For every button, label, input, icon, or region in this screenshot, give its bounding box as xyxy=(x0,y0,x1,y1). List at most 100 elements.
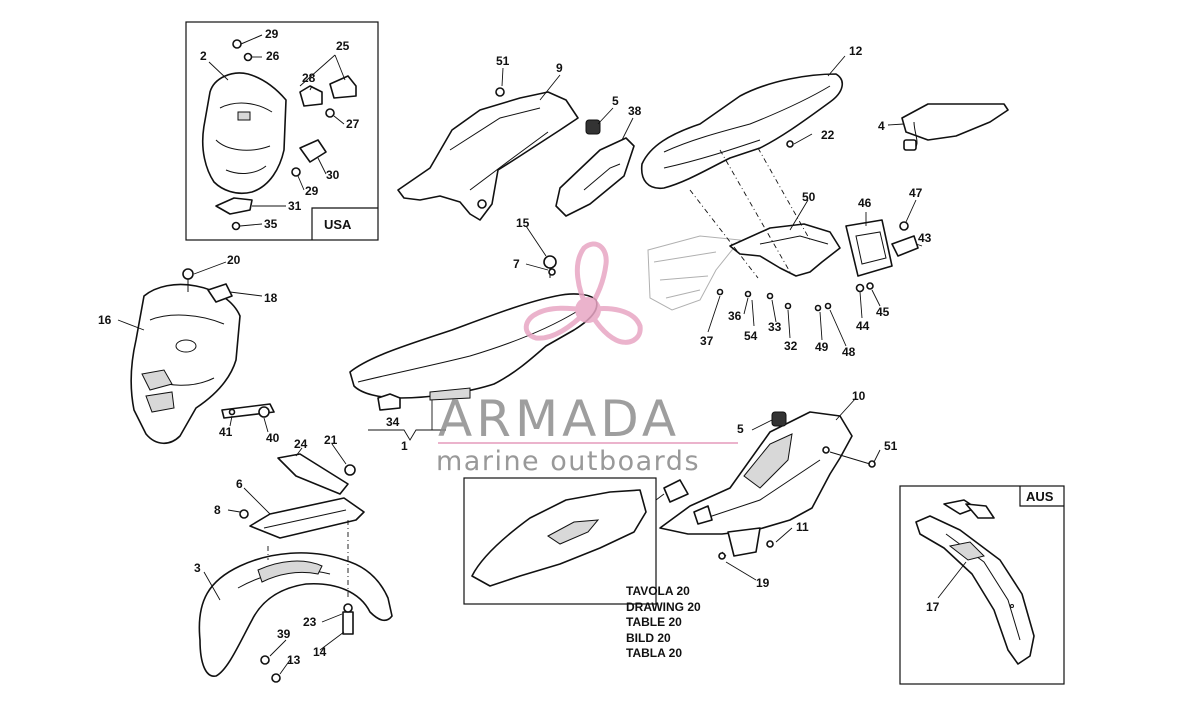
callout: 50 xyxy=(802,190,816,204)
callout: 38 xyxy=(628,104,642,118)
bracket-28 xyxy=(299,85,323,107)
clip-18 xyxy=(207,283,233,303)
callout: 40 xyxy=(266,431,280,445)
callout: 11 xyxy=(796,520,809,534)
callout: 45 xyxy=(876,305,890,319)
screw-51-top xyxy=(495,87,505,97)
aus-label-box xyxy=(1019,486,1064,507)
callout: 6 xyxy=(236,477,243,491)
aus-label: AUS xyxy=(1026,489,1054,504)
bracket-25 xyxy=(329,75,357,99)
number-plate-group xyxy=(117,261,275,445)
callout: 51 xyxy=(496,54,510,68)
callout: 31 xyxy=(288,199,302,213)
mud-flap-17 xyxy=(915,515,1035,665)
callout: 39 xyxy=(277,627,291,641)
license-plate-holder-46 xyxy=(845,219,893,277)
usa-inset-frame xyxy=(185,21,379,241)
callout: 5 xyxy=(612,94,619,108)
screw-51-lower xyxy=(868,460,876,468)
front-fender-3 xyxy=(198,552,393,677)
callout: 21 xyxy=(324,433,338,447)
side-cover-38 xyxy=(555,137,635,217)
nut-21 xyxy=(344,464,356,476)
usa-label-box xyxy=(311,207,378,240)
callout: 49 xyxy=(815,340,829,354)
callout: 34 xyxy=(386,415,400,429)
callout: 29 xyxy=(305,184,319,198)
callout: 24 xyxy=(294,437,308,451)
chain-guard-inset-frame xyxy=(463,477,657,605)
bracket-24 xyxy=(277,453,349,495)
callout: 41 xyxy=(219,425,233,439)
number-plate-16 xyxy=(130,283,241,445)
callout: 12 xyxy=(849,44,863,58)
usa-inset: USA xyxy=(185,21,379,241)
callout: 28 xyxy=(302,71,316,85)
pad-34 xyxy=(377,393,401,411)
callout: 7 xyxy=(513,257,520,271)
callout: 13 xyxy=(287,653,301,667)
callout: 15 xyxy=(516,216,530,230)
callout: 33 xyxy=(768,320,782,334)
callout: 48 xyxy=(842,345,856,359)
rear-piece-4 xyxy=(901,103,1009,141)
callout: 47 xyxy=(909,186,923,200)
callout: 18 xyxy=(264,291,278,305)
license-bracket-group xyxy=(647,147,923,347)
caption-line: DRAWING 20 xyxy=(626,599,701,614)
bracket-30 xyxy=(299,139,327,163)
callout: 8 xyxy=(214,503,221,517)
callout: 29 xyxy=(265,27,279,41)
headlight-fairing-usa xyxy=(201,72,287,195)
callout: 35 xyxy=(264,217,278,231)
screw-8 xyxy=(239,509,249,519)
callout: 22 xyxy=(821,128,835,142)
callout: 19 xyxy=(756,576,770,590)
callout: 17 xyxy=(926,600,940,614)
callout: 4 xyxy=(878,119,885,133)
callout: 30 xyxy=(326,168,340,182)
side-panel-group xyxy=(397,67,635,221)
callout: 10 xyxy=(852,389,866,403)
callout: 46 xyxy=(858,196,872,210)
bracket-6 xyxy=(249,497,365,539)
spacer-14 xyxy=(342,611,354,635)
callout: 25 xyxy=(336,39,350,53)
callout: 36 xyxy=(728,309,742,323)
watermark-tagline: marine outboards xyxy=(436,446,701,477)
callout: 27 xyxy=(346,117,360,131)
bracket-50 xyxy=(729,223,841,277)
propeller-icon xyxy=(523,241,643,345)
bolt-20 xyxy=(182,268,194,280)
callout: 5 xyxy=(737,422,744,436)
tail-cowl-12 xyxy=(640,73,843,189)
rear-tail-group xyxy=(640,55,1009,189)
callout: 14 xyxy=(313,645,327,659)
clip-5-lower xyxy=(771,411,787,427)
callout: 20 xyxy=(227,253,241,267)
caption-line: TAVOLA 20 xyxy=(626,584,690,598)
watermark-brand: ARMADA xyxy=(438,390,680,448)
screw-29a xyxy=(232,39,242,49)
seat-group xyxy=(349,225,598,441)
callout: 44 xyxy=(856,319,870,333)
callout: 1 xyxy=(401,439,408,453)
caption-line: TABLE 20 xyxy=(626,615,682,629)
callout: 37 xyxy=(700,334,714,348)
aus-inset-frame xyxy=(899,485,1065,685)
callout: 26 xyxy=(266,49,280,63)
reflector-43 xyxy=(891,235,919,257)
drawing-caption: TAVOLA 20 DRAWING 20 TABLE 20 BILD 20 TA… xyxy=(626,584,701,662)
aus-inset: AUS xyxy=(899,485,1065,685)
callout: 43 xyxy=(918,231,932,245)
bracket-31 xyxy=(215,197,253,215)
callout: 9 xyxy=(556,61,563,75)
callout: 32 xyxy=(784,339,798,353)
screw-15 xyxy=(543,255,557,269)
callout: 2 xyxy=(200,49,207,63)
callout: 3 xyxy=(194,561,201,575)
caption-line: TABLA 20 xyxy=(626,646,683,660)
